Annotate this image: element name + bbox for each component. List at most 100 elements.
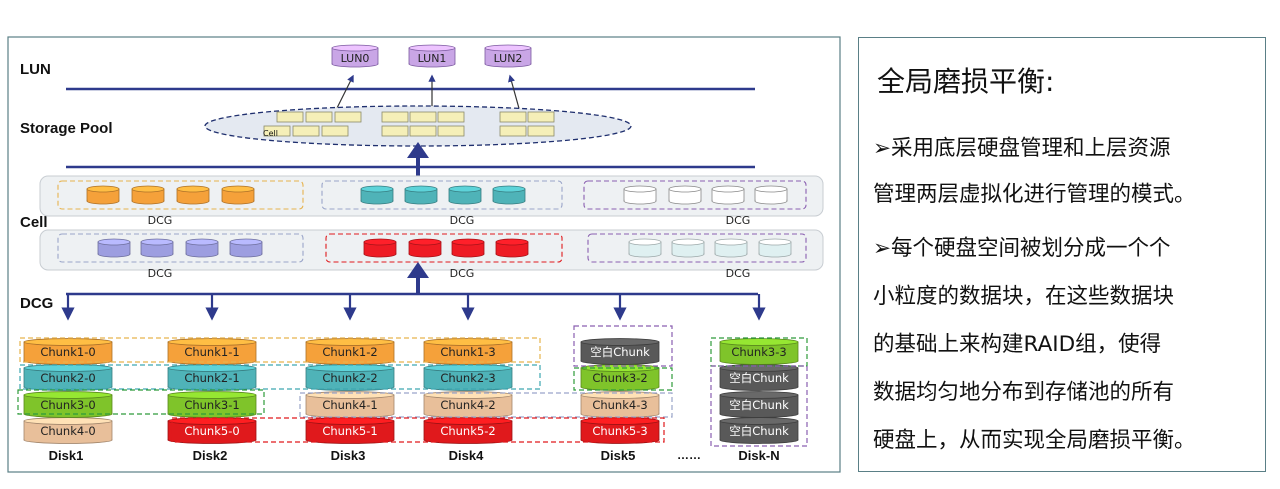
dcg-disk	[131, 185, 165, 205]
dcg-disk	[221, 185, 255, 205]
chunk-label: 空白Chunk	[729, 398, 789, 412]
arrow-dcg-to-cell-head	[407, 262, 429, 278]
disk-name-label: Disk2	[193, 448, 228, 463]
dcg-group: DCG	[57, 180, 304, 227]
pool-cell	[292, 125, 320, 137]
chunk-label: Chunk2-1	[184, 371, 239, 385]
chunk-segment: Chunk4-2	[423, 391, 513, 418]
chunk-label: Chunk1-1	[184, 345, 239, 359]
group-outline-chunk3-right	[573, 367, 673, 391]
chunk-segment: Chunk2-2	[305, 364, 395, 391]
arrow-cell-to-pool-head	[407, 142, 429, 158]
panel-line-2: 管理两层虚拟化进行管理的模式。	[873, 182, 1196, 207]
chunk-segment: Chunk3-2	[580, 364, 660, 391]
chunk-segment: Chunk1-2	[305, 338, 395, 365]
dcg-disk	[408, 238, 442, 258]
dcg-disk	[668, 185, 702, 205]
dcg-disk	[363, 238, 397, 258]
chunk-label: Chunk1-0	[40, 345, 95, 359]
disk-stack: Chunk5-2 Chunk4-2 Chunk2-3 Chunk1-3	[423, 338, 513, 444]
chunk-segment: Chunk3-1	[167, 391, 257, 418]
dcg-disk	[711, 185, 745, 205]
panel-line-3: ➢每个硬盘空间被划分成一个个	[873, 236, 1171, 261]
panel-title: 全局磨损平衡:	[877, 65, 1055, 98]
pool-cells	[263, 111, 555, 137]
dcg-label: DCG	[148, 267, 173, 280]
dcg-disk	[185, 238, 219, 258]
chunk-segment: Chunk5-1	[305, 417, 395, 444]
lun-label: LUN0	[341, 52, 370, 65]
dcg-label: DCG	[450, 214, 475, 227]
arrow-pool-lun0	[334, 74, 354, 113]
dcg-disk	[671, 238, 705, 258]
chunk-label: Chunk4-0	[40, 424, 95, 438]
panel-line-6: 数据均匀地分布到存储池的所有	[873, 380, 1175, 405]
pool-cell	[334, 111, 362, 123]
disk-name-label: Disk1	[49, 448, 84, 463]
dcg-disk	[176, 185, 210, 205]
pool-cell	[381, 125, 409, 137]
chunk-label: Chunk5-1	[322, 424, 377, 438]
pool-cell	[276, 111, 304, 123]
chunk-label: 空白Chunk	[590, 345, 650, 359]
chunk-segment: 空白Chunk	[580, 338, 660, 365]
chunk-label: Chunk1-2	[322, 345, 377, 359]
chunk-segment: Chunk1-0	[23, 338, 113, 365]
pool-cell	[321, 125, 349, 137]
ellipsis-label: ……	[677, 448, 701, 462]
dcg-disk	[754, 185, 788, 205]
arrow-pool-lun2	[508, 74, 521, 113]
chunk-segment: Chunk1-1	[167, 338, 257, 365]
dcg-group: DCG	[57, 233, 304, 280]
dcg-disk	[360, 185, 394, 205]
dcg-label: DCG	[148, 214, 173, 227]
dcg-label: DCG	[450, 267, 475, 280]
chunk-segment: Chunk5-3	[580, 417, 660, 444]
description-panel: 全局磨损平衡: ➢采用底层硬盘管理和上层资源 管理两层虚拟化进行管理的模式。 ➢…	[858, 37, 1266, 472]
chunk-segment: Chunk1-3	[423, 338, 513, 365]
dcg-disk	[140, 238, 174, 258]
lun-cylinder: LUN2	[484, 44, 532, 68]
dcg-disk	[404, 185, 438, 205]
dcg-group: DCG	[325, 233, 563, 280]
dcg-disk	[448, 185, 482, 205]
dcg-disk	[714, 238, 748, 258]
dcg-label: DCG	[726, 214, 751, 227]
pool-cell	[305, 111, 333, 123]
chunk-label: Chunk2-2	[322, 371, 377, 385]
pool-cell	[437, 125, 465, 137]
chunk-label: Chunk3-1	[184, 398, 239, 412]
chunk-label: Chunk2-3	[440, 371, 495, 385]
dcg-group: DCG	[587, 233, 807, 280]
chunk-segment: Chunk2-0	[23, 364, 113, 391]
group-outline-blank-diskn	[710, 365, 808, 447]
chunk-label: Chunk1-3	[440, 345, 495, 359]
chunk-segment: 空白Chunk	[719, 391, 799, 418]
chunk-label: Chunk5-2	[440, 424, 495, 438]
layer-label-dcg: DCG	[20, 295, 53, 312]
lun-label: LUN2	[494, 52, 523, 65]
dcg-disk	[229, 238, 263, 258]
pool-cell	[409, 125, 437, 137]
chunk-segment: Chunk3-3	[719, 338, 799, 365]
chunk-label: 空白Chunk	[729, 371, 789, 385]
disk-name-label: Disk3	[331, 448, 366, 463]
pool-cell	[263, 125, 291, 137]
group-outline-chunk2	[19, 364, 541, 390]
panel-line-7: 硬盘上，从而实现全局磨损平衡。	[873, 428, 1196, 453]
dcg-disk	[86, 185, 120, 205]
lun-cylinder: LUN0	[331, 44, 379, 68]
panel-line-4: 小粒度的数据块，在这些数据块	[873, 284, 1175, 309]
group-outline-chunk4	[299, 392, 673, 418]
panel-line-5: 的基础上来构建RAID组，使得	[873, 332, 1162, 357]
dcg-disk	[495, 238, 529, 258]
layer-label-cell: Cell	[20, 214, 48, 231]
chunk-segment: Chunk2-1	[167, 364, 257, 391]
pool-cell	[409, 111, 437, 123]
layer-label-lun: LUN	[20, 61, 51, 78]
chunk-segment: 空白Chunk	[719, 364, 799, 391]
dcg-disk	[97, 238, 131, 258]
chunk-label: Chunk4-3	[592, 398, 647, 412]
